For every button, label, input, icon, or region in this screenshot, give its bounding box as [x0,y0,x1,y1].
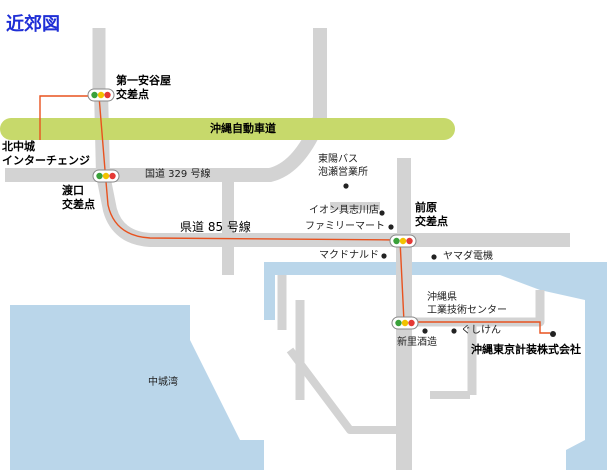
label-route329: 国道 329 号線 [145,169,211,180]
label-aeon: イオン具志川店 [309,205,379,216]
label-daiichi-asatoya-junction: 第一安谷屋 交差点 [116,74,171,101]
label-kita-nakagusuku-ic: 北中城 インターチェンジ [2,140,90,167]
label-shinzato-sake: 新里酒造 [397,337,437,348]
label-gushiken: ぐしけん [461,325,501,336]
label-familymart: ファミリーマート [305,221,385,232]
poi-dot-icon [379,210,385,216]
road-land-5 [286,347,404,434]
label-toguchi-junction: 渡口 交差点 [62,184,95,211]
poi-dot-icon [388,224,394,230]
poi-dot-icon [343,183,349,189]
traffic-signal-icon [389,234,417,248]
label-yamada: ヤマダ電機 [443,251,493,262]
poi-dot-icon [431,254,437,260]
poi-dot-icon [381,253,387,259]
label-route85: 県道 85 号線 [180,220,251,234]
label-maehara-junction: 前原 交差点 [415,201,448,228]
label-company: 沖縄東京計装株式会社 [471,343,581,356]
label-nakagusuku-bay: 中城湾 [148,377,178,388]
label-toyo-bus: 東陽バス 泡瀬営業所 [318,154,368,178]
poi-dot-icon [550,331,556,337]
map-title: 近郊図 [6,14,60,35]
label-mcdonalds: マクドナルド [319,250,379,261]
poi-dot-icon [451,328,457,334]
label-okinawa-tech-center: 沖縄県 工業技術センター [427,292,507,316]
traffic-signal-icon [87,88,115,102]
label-expressway: 沖縄自動車道 [210,122,276,135]
poi-dot-icon [422,328,428,334]
traffic-signal-icon [391,316,419,330]
sea-west [10,305,264,470]
expressway-band [0,118,455,140]
traffic-signal-icon [92,169,120,183]
